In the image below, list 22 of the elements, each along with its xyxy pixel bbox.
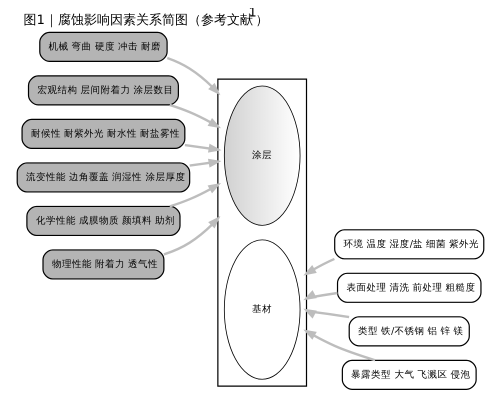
arrow bbox=[302, 308, 349, 319]
arrow bbox=[189, 158, 221, 168]
arrow bbox=[168, 183, 221, 208]
arrow bbox=[302, 258, 334, 276]
arrow bbox=[168, 104, 221, 128]
node-box: 表面处理 清洗 前处理 粗糙度 bbox=[336, 272, 482, 303]
arrow bbox=[166, 56, 220, 96]
node-box: 暴露类型 大气 飞溅区 侵泡 bbox=[341, 360, 476, 390]
node-box: 流变性能 边角覆盖 润湿性 涂层厚度 bbox=[16, 162, 190, 193]
node-ellipse: 涂层 bbox=[223, 86, 300, 226]
node-box: 类型 铁/不锈钢 铝 锌 镁 bbox=[348, 316, 470, 346]
node-box: 宏观结构 层间附着力 涂层数目 bbox=[27, 75, 178, 106]
node-box: 机械 弯曲 硬度 冲击 耐磨 bbox=[38, 32, 168, 62]
arrow bbox=[163, 216, 220, 256]
node-ellipse: 基材 bbox=[223, 239, 300, 380]
node-box: 环境 温度 湿度/盐 细菌 紫外光 bbox=[334, 229, 484, 260]
node-box: 耐候性 耐紫外光 耐水性 耐盐雾性 bbox=[20, 118, 185, 150]
cluster bbox=[216, 78, 307, 387]
arrow bbox=[184, 144, 221, 153]
arrow bbox=[302, 290, 338, 300]
node-box: 物理性能 附着力 透气性 bbox=[42, 249, 164, 280]
node-box: 化学性能 成膜物质 颜填料 助剂 bbox=[26, 206, 180, 236]
